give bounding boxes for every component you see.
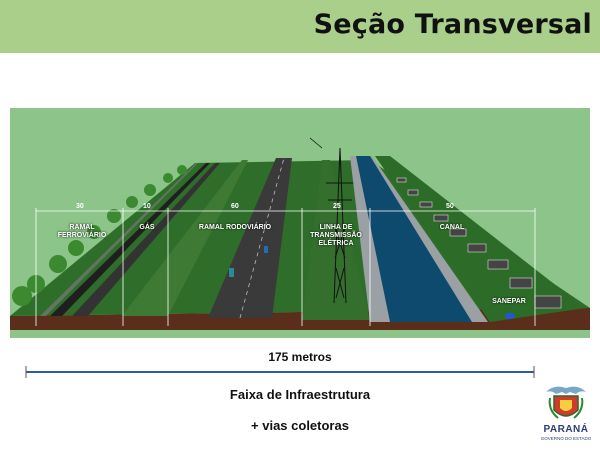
segment-dividers: [35, 208, 536, 326]
tower-top: [309, 137, 323, 149]
trees-left: [12, 165, 187, 306]
segment-label-road: RAMAL RODOVIÁRIO: [198, 224, 272, 231]
gas-strip: [122, 160, 248, 316]
header-band: Seção Transversal: [0, 0, 600, 53]
width-label-gas: 10: [143, 203, 151, 210]
canal-right-ground: [375, 156, 585, 322]
total-width-label: 175 metros: [268, 350, 332, 364]
canal-water: [356, 156, 472, 322]
width-label-road: 60: [231, 203, 239, 210]
fence-left: [40, 163, 198, 316]
logo-subtitle: GOVERNO DO ESTADO: [540, 436, 592, 441]
sanepar-marker: [505, 313, 515, 319]
total-width-line: [25, 366, 535, 378]
buildings-right: [396, 177, 562, 309]
vehicle-1: [229, 268, 234, 277]
segment-label-railway: RAMAL FERROVIÁRIO: [57, 224, 107, 239]
parana-logo: PARANÁ GOVERNO DO ESTADO: [540, 382, 592, 450]
coat-of-arms-icon: [546, 386, 586, 419]
railway-track-2: [72, 163, 220, 316]
cross-section-illustration: 30 10 60 25 50 RAMAL FERROVIÁRIO GÁS RAM…: [10, 108, 590, 338]
road-center-line: [239, 157, 285, 319]
sanepar-label: SANEPAR: [492, 298, 526, 305]
width-label-transmission: 25: [333, 203, 341, 210]
segment-label-canal: CANAL: [439, 224, 465, 231]
slide-title: Seção Transversal: [313, 9, 592, 40]
railway-track: [50, 163, 210, 316]
logo-name: PARANÁ: [543, 424, 589, 435]
transmission-tower: [326, 147, 354, 304]
caption-collector-roads: + vias coletoras: [251, 418, 349, 433]
width-label-railway: 30: [76, 203, 84, 210]
road-surface: [208, 158, 292, 318]
cross-section-drawing: [10, 108, 590, 338]
width-label-canal: 50: [446, 203, 454, 210]
vehicle-2: [264, 246, 268, 253]
segment-label-gas: GÁS: [139, 224, 155, 231]
caption-infrastructure: Faixa de Infraestrutura: [229, 387, 371, 402]
segment-label-transmission: LINHA DE TRANSMISSÃO ELÉTRICA: [310, 224, 362, 247]
